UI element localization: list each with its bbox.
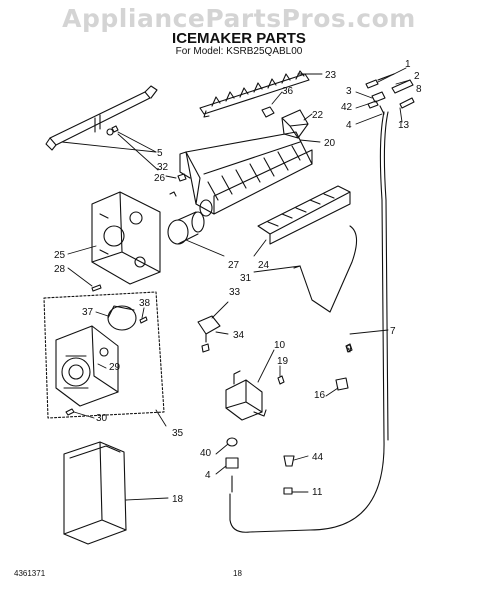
callout-36: 36 xyxy=(282,86,294,97)
callout-42: 42 xyxy=(341,102,353,113)
callout-25: 25 xyxy=(54,250,66,261)
callout-24: 24 xyxy=(258,260,270,271)
callout-28: 28 xyxy=(54,264,66,275)
part-ejector-blade[interactable] xyxy=(199,70,310,118)
callout-20: 20 xyxy=(324,138,336,149)
callout-44: 44 xyxy=(312,452,324,463)
callout-8: 8 xyxy=(416,84,422,95)
part-motor[interactable] xyxy=(107,305,137,331)
part-grommet-nut[interactable] xyxy=(283,455,295,495)
part-fill-tube[interactable] xyxy=(229,111,389,533)
part-water-valve[interactable] xyxy=(225,370,267,421)
callout-29: 29 xyxy=(109,362,121,373)
callout-4-lower: 4 xyxy=(205,470,211,481)
part-mounting-plate[interactable] xyxy=(91,191,161,285)
part-screw-28[interactable] xyxy=(91,284,102,292)
callout-31: 31 xyxy=(240,273,252,284)
part-control-module[interactable] xyxy=(43,291,165,419)
callout-40: 40 xyxy=(200,448,212,459)
callout-22: 22 xyxy=(312,110,324,121)
part-fittings-lower[interactable] xyxy=(225,437,239,493)
callout-3: 3 xyxy=(346,86,352,97)
page-number: 18 xyxy=(233,569,242,578)
callout-35: 35 xyxy=(172,428,184,439)
callout-19: 19 xyxy=(277,356,289,367)
callout-34: 34 xyxy=(233,330,245,341)
part-fill-cup-heater[interactable] xyxy=(45,85,158,151)
callout-5: 5 xyxy=(157,148,163,159)
callout-37: 37 xyxy=(82,307,94,318)
part-screw-9[interactable] xyxy=(345,343,353,353)
part-screw-30[interactable] xyxy=(65,408,75,416)
callout-1: 1 xyxy=(405,59,411,70)
part-ice-bin[interactable] xyxy=(63,441,127,545)
callout-18: 18 xyxy=(172,494,184,505)
callout-2: 2 xyxy=(414,71,420,82)
callout-4-upper: 4 xyxy=(346,120,352,131)
part-screw-19[interactable] xyxy=(277,375,285,385)
callout-11: 11 xyxy=(312,487,323,498)
callout-23: 23 xyxy=(325,70,337,81)
callout-27: 27 xyxy=(228,260,240,271)
callout-33: 33 xyxy=(229,287,241,298)
callout-9: 9 xyxy=(346,344,352,355)
callout-32: 32 xyxy=(157,162,169,173)
part-screws-small[interactable] xyxy=(111,125,187,197)
callout-13: 13 xyxy=(398,120,410,131)
part-drive-coupling[interactable] xyxy=(167,211,205,245)
callout-26: 26 xyxy=(154,173,166,184)
callout-16: 16 xyxy=(314,390,326,401)
part-screw-38[interactable] xyxy=(139,316,148,324)
drawing-code: 4361371 xyxy=(14,569,46,578)
callout-labels: 1 2 3 8 42 13 4 23 36 22 20 5 32 26 25 2… xyxy=(54,59,422,505)
callout-30: 30 xyxy=(96,413,108,424)
part-ice-stripper[interactable] xyxy=(257,185,351,245)
part-inlet-fittings[interactable] xyxy=(365,73,415,115)
watermark: AppliancePartsPros.com xyxy=(62,4,416,33)
part-shutoff-arm[interactable] xyxy=(293,225,358,313)
diagram-title: ICEMAKER PARTS xyxy=(172,30,306,47)
leader-lines xyxy=(61,67,411,501)
part-clamp-16[interactable] xyxy=(335,377,349,391)
model-label: For Model: KSRB25QABL00 xyxy=(175,46,303,57)
part-shutoff-clip[interactable] xyxy=(261,106,275,118)
callout-38: 38 xyxy=(139,298,151,309)
part-ice-mold[interactable] xyxy=(179,131,313,217)
callout-7: 7 xyxy=(390,326,396,337)
callout-10: 10 xyxy=(274,340,286,351)
part-bracket-34[interactable] xyxy=(197,315,221,353)
